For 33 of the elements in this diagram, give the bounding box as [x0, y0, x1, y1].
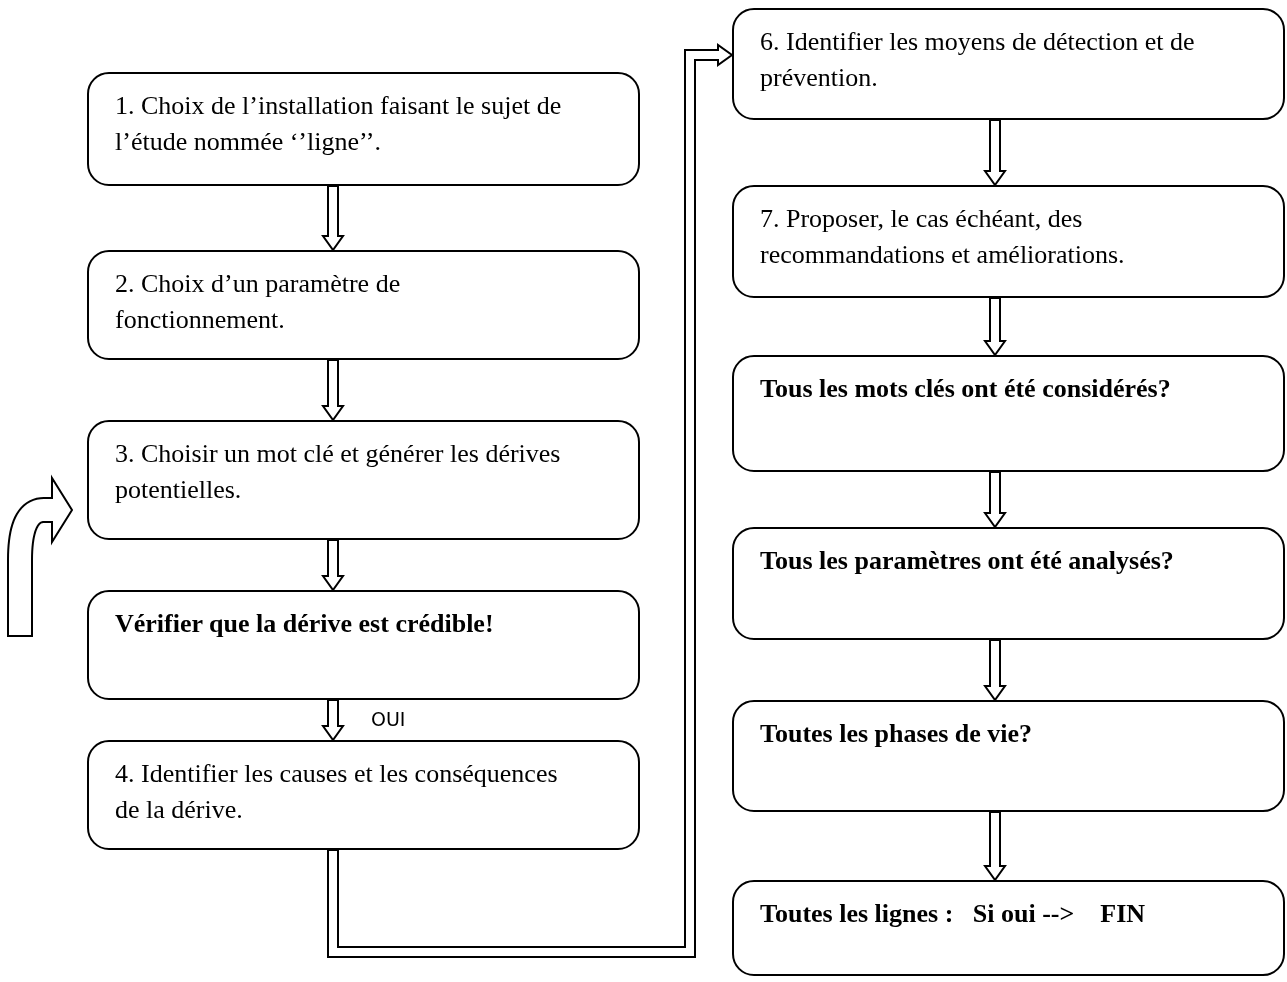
step-text: 1. Choix de l’installation faisant le sujet de l’étude nommée ‘’ligne’’.	[115, 90, 563, 158]
block-arrow	[321, 699, 345, 742]
step-text: Tous les mots clés ont été considérés?	[760, 373, 1172, 405]
curved-arrow	[7, 474, 74, 637]
step-text: Vérifier que la dérive est crédible!	[115, 608, 495, 640]
process-box	[87, 740, 640, 850]
step-text: 3. Choisir un mot clé et générer les dérives potentielles.	[115, 438, 562, 506]
step-text: 2. Choix d’un paramètre de fonctionnement.	[115, 268, 402, 336]
block-arrow	[327, 43, 734, 958]
block-arrow	[983, 297, 1007, 357]
step-text: Toutes les lignes : Si oui --> FIN	[760, 898, 1147, 930]
block-arrow	[983, 119, 1007, 187]
block-arrow	[321, 539, 345, 592]
process-box	[87, 590, 640, 700]
process-box	[87, 72, 640, 186]
block-arrow	[321, 359, 345, 422]
process-box	[732, 185, 1285, 298]
process-box	[732, 700, 1285, 812]
block-arrow	[983, 471, 1007, 529]
process-box	[87, 250, 640, 360]
step-text: Toutes les phases de vie?	[760, 718, 1034, 750]
block-arrow	[321, 185, 345, 252]
step-text: 6. Identifier les moyens de détection et de prévention.	[760, 26, 1196, 94]
step-text: Tous les paramètres ont été analysés?	[760, 545, 1175, 577]
step-text: 4. Identifier les causes et les conséquences de la dérive.	[115, 758, 559, 826]
step-text: 7. Proposer, le cas échéant, des recommandations et améliorations.	[760, 203, 1126, 271]
process-box	[732, 8, 1285, 120]
block-arrow	[983, 811, 1007, 882]
block-arrow	[983, 639, 1007, 702]
process-box	[732, 880, 1285, 976]
process-box	[87, 420, 640, 540]
process-box	[732, 527, 1285, 640]
process-box	[732, 355, 1285, 472]
